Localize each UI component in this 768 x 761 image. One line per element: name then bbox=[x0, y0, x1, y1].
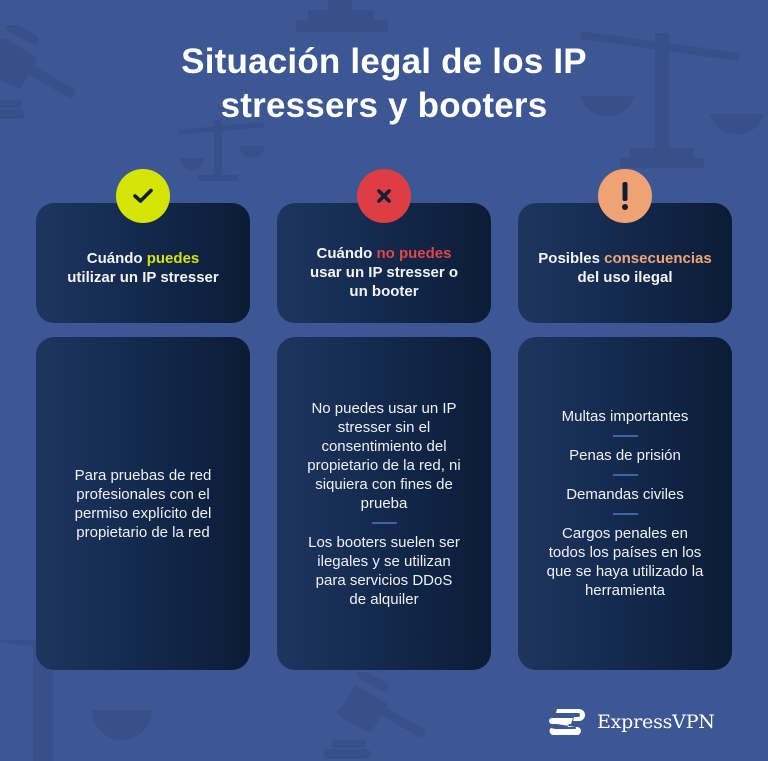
consequence-item-2: Penas de prisión bbox=[569, 447, 681, 464]
can-use-item: Para pruebas de red profesionales con el… bbox=[74, 466, 212, 541]
separator bbox=[612, 435, 638, 437]
highlight-consecuencias: consecuencias bbox=[604, 250, 712, 267]
separator bbox=[612, 474, 638, 476]
page-title: Situación legal de los IP stressers y bo… bbox=[0, 40, 768, 128]
header-consequences-text: Posibles consecuencias del uso ilegal bbox=[538, 250, 712, 286]
logo-text: ExpressVPN bbox=[597, 711, 715, 733]
header-card-cannot-use: Cuándo no puedes usar un IP stresser o u… bbox=[277, 203, 491, 323]
consequence-item-1: Multas importantes bbox=[561, 408, 689, 425]
header-can-use-text: Cuándo puedes utilizar un IP stresser bbox=[67, 250, 219, 286]
body-card-cannot-use: No puedes usar un IP stresser sin el con… bbox=[277, 337, 491, 670]
expressvpn-logo: ExpressVPN bbox=[547, 707, 715, 737]
title-line-2: stressers y booters bbox=[220, 86, 548, 125]
cannot-use-item-1: No puedes usar un IP stresser sin el con… bbox=[307, 399, 461, 512]
scales-top-base-bg bbox=[296, 0, 396, 32]
header-card-can-use: Cuándo puedes utilizar un IP stresser bbox=[36, 203, 250, 323]
highlight-no-puedes: no puedes bbox=[376, 244, 452, 262]
separator bbox=[371, 521, 397, 524]
expressvpn-logo-icon bbox=[549, 709, 585, 735]
consequence-item-3: Demandas civiles bbox=[566, 486, 684, 503]
header-card-consequences: Posibles consecuencias del uso ilegal bbox=[518, 203, 732, 323]
gavel-icon-bg-bottom bbox=[322, 672, 432, 761]
separator bbox=[612, 513, 638, 515]
title-line-1: Situación legal de los IP bbox=[181, 42, 587, 81]
highlight-puedes: puedes bbox=[146, 250, 200, 267]
x-icon bbox=[377, 189, 391, 203]
exclamation-icon bbox=[622, 182, 628, 210]
body-card-can-use: Para pruebas de red profesionales con el… bbox=[36, 337, 250, 670]
check-circle-badge bbox=[116, 169, 170, 223]
check-icon bbox=[133, 188, 153, 203]
scales-icon-bg-left bbox=[178, 118, 270, 186]
body-card-consequences: Multas importantes Penas de prisión Dema… bbox=[518, 337, 732, 670]
header-cannot-use-text: Cuándo no puedes usar un IP stresser o u… bbox=[309, 244, 459, 300]
consequence-item-4: Cargos penales en todos los países en lo… bbox=[546, 525, 704, 599]
cannot-use-item-2: Los booters suelen ser ilegales y se uti… bbox=[308, 533, 460, 608]
exclamation-circle-badge bbox=[598, 169, 652, 223]
x-circle-badge bbox=[357, 169, 411, 223]
